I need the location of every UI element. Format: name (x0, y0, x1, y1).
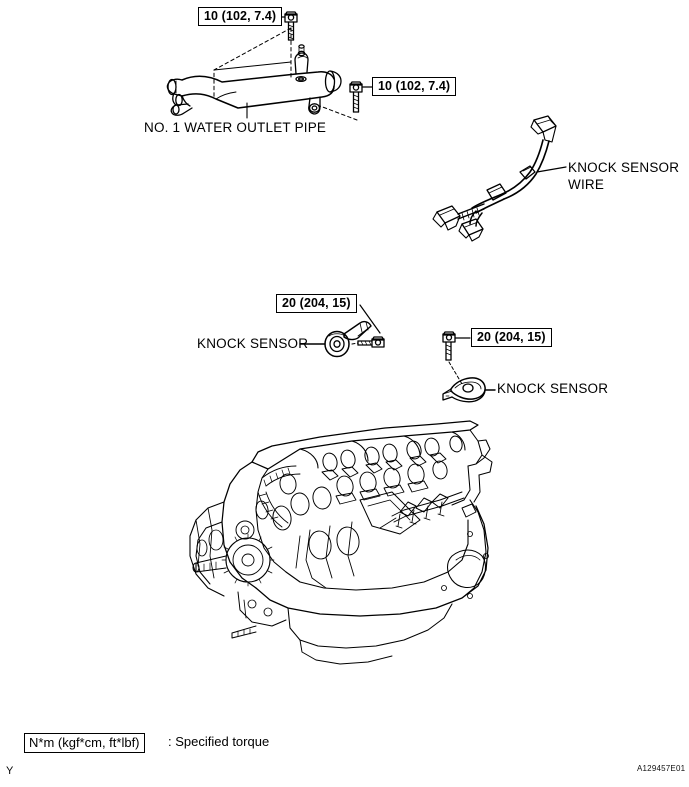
torque-callout-knock-sensor-left: 20 (204, 15) (276, 294, 357, 313)
knock-sensor-wire-art (432, 115, 567, 242)
knock-sensor-right-bolt-art (442, 331, 456, 361)
page-corner-mark: Y (6, 765, 14, 777)
label-knock-sensor-wire: KNOCK SENSOR WIRE (568, 159, 688, 193)
legend-torque-unit-box: N*m (kgf*cm, ft*lbf) (24, 733, 145, 753)
water-outlet-pipe-art (166, 44, 342, 119)
label-water-outlet-pipe: NO. 1 WATER OUTLET PIPE (144, 120, 327, 135)
knock-sensor-left-bolt-art (357, 336, 385, 348)
pipe-bolt-1 (284, 11, 298, 41)
knock-sensor-left-art (299, 320, 372, 358)
pipe-bolt-2 (349, 81, 363, 113)
torque-callout-pipe-bolt-upper: 10 (102, 7.4) (198, 7, 283, 26)
label-knock-sensor-right: KNOCK SENSOR (497, 381, 609, 396)
knock-sensor-right-art (442, 377, 496, 403)
label-knock-sensor-wire-line2: WIRE (568, 177, 605, 192)
torque-callout-pipe-bolt-lower: 10 (102, 7.4) (372, 77, 457, 96)
engine-block-art (189, 420, 493, 665)
label-knock-sensor-left: KNOCK SENSOR (197, 336, 309, 351)
legend-torque-description: : Specified torque (168, 734, 270, 749)
label-knock-sensor-wire-line1: KNOCK SENSOR (568, 160, 680, 175)
torque-callout-knock-sensor-right: 20 (204, 15) (471, 328, 552, 347)
document-reference-code: A129457E01 (637, 764, 686, 773)
